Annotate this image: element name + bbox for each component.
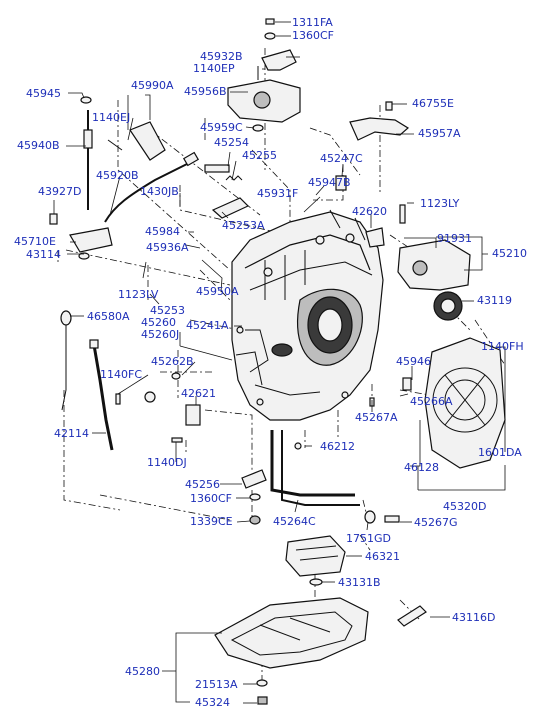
part-label: 1140FC	[100, 368, 143, 381]
part-label: 1140EP	[193, 62, 235, 75]
part-label: 91931	[437, 232, 472, 245]
part-label: 42621	[181, 387, 216, 400]
part-label: 45210	[492, 247, 527, 260]
part-label: 1360CF	[190, 492, 233, 505]
part-label: 1140EJ	[92, 111, 131, 124]
part-label: 45990A	[131, 79, 174, 92]
part-label: 45254	[214, 136, 249, 149]
part-label: 46580A	[87, 310, 130, 323]
part-label: 1140FH	[481, 340, 524, 353]
part-label: 43119	[477, 294, 512, 307]
part-label: 1123LV	[118, 288, 159, 301]
part-label: 43116D	[452, 611, 496, 624]
lower-components	[60, 310, 427, 705]
part-label: 1140DJ	[147, 456, 187, 469]
part-label: 45984	[145, 225, 180, 238]
part-label: 1601DA	[478, 446, 522, 459]
part-label: 45255	[242, 149, 277, 162]
part-label: 45945	[26, 87, 61, 100]
part-label: 45946	[396, 355, 431, 368]
part-label: 43114	[26, 248, 61, 261]
part-label: 45950A	[196, 285, 239, 298]
part-label: 45264C	[273, 515, 316, 528]
top-components	[49, 18, 410, 260]
part-label: 45256	[185, 478, 220, 491]
part-label: 45267G	[414, 516, 458, 529]
part-label: 43927D	[38, 185, 82, 198]
transmission-case	[231, 209, 384, 421]
part-label: 46321	[365, 550, 400, 563]
part-label: 45247C	[320, 152, 363, 165]
part-label: 45267A	[355, 411, 398, 424]
part-label: 21513A	[195, 678, 238, 691]
part-label: 45260	[141, 316, 176, 329]
part-label: 1311FA	[292, 16, 333, 29]
leader-lines	[53, 21, 506, 704]
part-label: 46212	[320, 440, 355, 453]
part-label: 45253A	[222, 219, 265, 232]
part-label: 45920B	[96, 169, 139, 182]
part-label: 45260J	[141, 328, 180, 341]
part-label: 1360CF	[292, 29, 335, 42]
part-label: 1430JB	[140, 185, 179, 198]
part-label: 45932B	[200, 50, 243, 63]
part-label: 45957A	[418, 127, 461, 140]
part-label: 45280	[125, 665, 160, 678]
part-label: 46128	[404, 461, 439, 474]
part-label: 45959C	[200, 121, 243, 134]
part-label: 1339CE	[190, 515, 233, 528]
part-label: 45262B	[151, 355, 194, 368]
part-label: 45940B	[17, 139, 60, 152]
part-label: 45936A	[146, 241, 189, 254]
part-label: 45710E	[14, 235, 56, 248]
part-label: 45266A	[410, 395, 453, 408]
part-label: 45947B	[308, 176, 351, 189]
part-label: 42620	[352, 205, 387, 218]
part-label: 43131B	[338, 576, 381, 589]
part-label: 45253	[150, 304, 185, 317]
right-components	[365, 204, 506, 469]
part-label: 46755E	[412, 97, 454, 110]
part-label: 45324	[195, 696, 230, 709]
part-label: 45931F	[257, 187, 299, 200]
part-label: 42114	[54, 427, 89, 440]
part-label: 45956B	[184, 85, 227, 98]
part-label: 1751GD	[346, 532, 391, 545]
part-label: 45241A	[186, 319, 229, 332]
part-label: 45320D	[443, 500, 487, 513]
part-label: 1123LY	[420, 197, 460, 210]
